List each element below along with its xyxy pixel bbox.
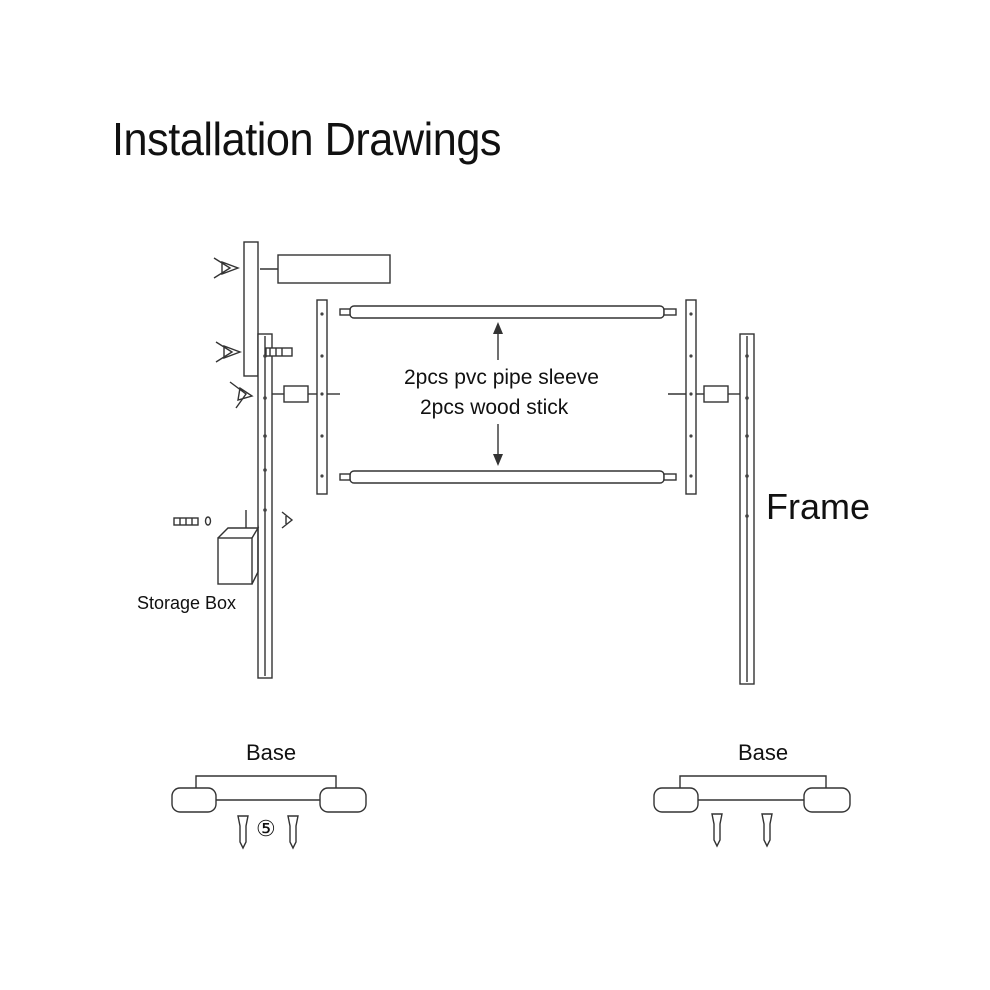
- wing-nut-icon: [213, 257, 240, 279]
- wing-nut-icon: [215, 341, 242, 363]
- right-pole-assembly: [696, 333, 755, 685]
- right-base-label: Base: [738, 740, 789, 765]
- pipe-sleeve-label: 2pcs pvc pipe sleeve: [404, 366, 599, 389]
- storage-tube: [277, 254, 391, 284]
- left-base-label: Base: [246, 740, 297, 765]
- upper-bracket-plate: [243, 241, 259, 377]
- left-pole-assembly: [173, 241, 391, 679]
- screw-icon: [711, 813, 723, 848]
- bolt-icon: [173, 516, 212, 526]
- coupling-nut-icon: [272, 385, 318, 403]
- left-base: [171, 775, 367, 813]
- screw-icon: [237, 815, 249, 850]
- left-pole-holes: [263, 354, 267, 512]
- spacing-arrow: [493, 322, 503, 466]
- screw-icon: [761, 813, 773, 848]
- storage-box: [217, 510, 260, 585]
- bolt-icon: [265, 347, 293, 357]
- left-connector-plate: [316, 299, 340, 495]
- screw-quantity-label: ⑤: [256, 816, 276, 841]
- page-title: Installation Drawings: [112, 113, 502, 165]
- top-pvc-pipe: [339, 305, 677, 319]
- coupling-nut-icon: [696, 385, 740, 403]
- screw-icon: [287, 815, 299, 850]
- wing-nut-icon: [281, 511, 294, 529]
- right-base: [653, 775, 851, 813]
- wood-stick-label: 2pcs wood stick: [420, 396, 569, 419]
- bottom-pvc-pipe: [339, 470, 677, 484]
- frame-label: Frame: [766, 486, 871, 527]
- wing-nut-icon: [229, 381, 254, 409]
- right-connector-plate: [668, 299, 697, 495]
- storage-box-label: Storage Box: [137, 593, 237, 613]
